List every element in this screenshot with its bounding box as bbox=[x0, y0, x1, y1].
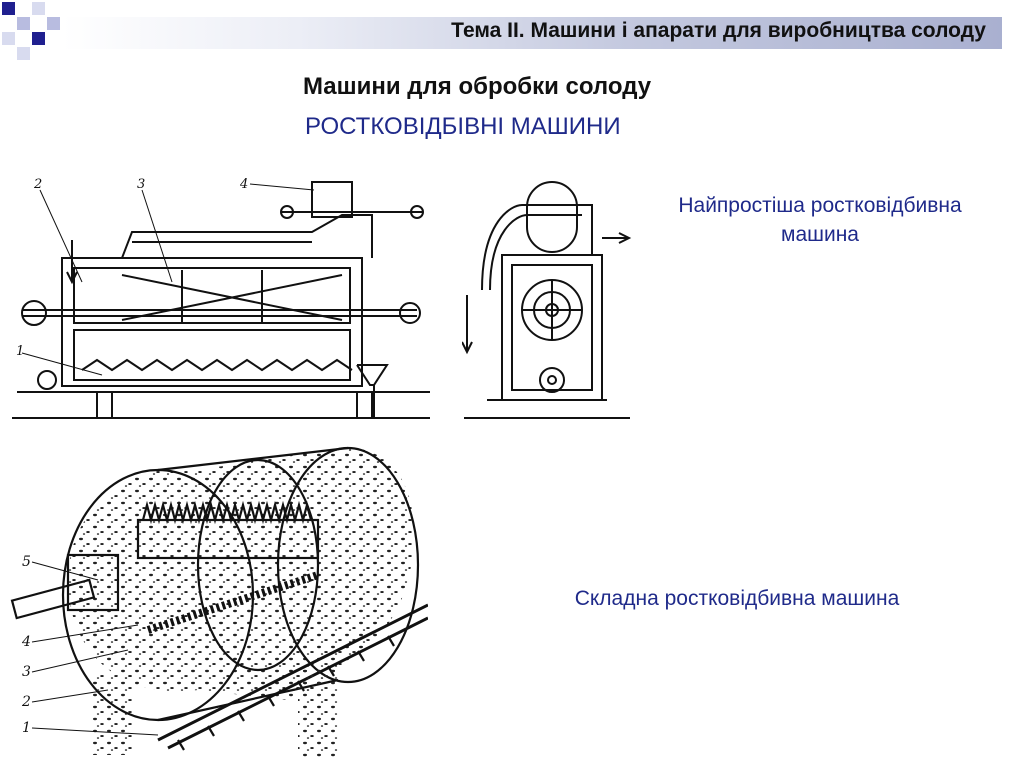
simple-machine-side-view: 1 2 3 4 bbox=[12, 177, 430, 419]
drum-label-3: 3 bbox=[22, 664, 31, 680]
corner-decoration bbox=[2, 2, 60, 60]
caption-complex-machine: Складна ростковідбивна машина bbox=[574, 587, 900, 610]
drum-label-5: 5 bbox=[22, 554, 31, 570]
complex-machine-drum: 1 2 3 4 5 bbox=[10, 446, 428, 758]
label-1: 1 bbox=[16, 344, 24, 359]
label-2: 2 bbox=[33, 177, 42, 192]
slide-subtitle: РОСТКОВІДБІВНІ МАШИНИ bbox=[305, 113, 621, 140]
caption-simple-machine: Найпростіша ростковідбивна машина bbox=[678, 194, 962, 246]
header-bar bbox=[62, 17, 1002, 49]
simple-machine-end-view bbox=[462, 181, 632, 419]
label-4: 4 bbox=[239, 177, 248, 192]
drum-label-4: 4 bbox=[21, 634, 31, 650]
label-3: 3 bbox=[137, 177, 145, 192]
drum-label-2: 2 bbox=[21, 694, 31, 710]
header-title: Тема ІІ. Машини і апарати для виробництв… bbox=[451, 19, 986, 42]
slide-title: Машини для обробки солоду bbox=[303, 73, 652, 100]
drum-label-1: 1 bbox=[22, 720, 31, 736]
